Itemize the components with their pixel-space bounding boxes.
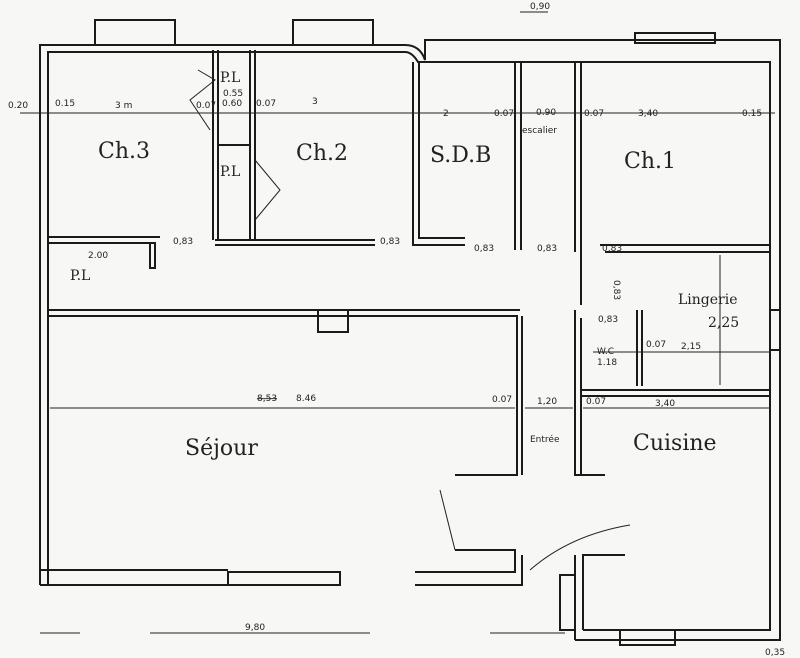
dimension-lines	[20, 11, 775, 634]
dim-label: 0.07	[492, 395, 512, 405]
dim-label: 0.07	[586, 397, 606, 407]
room-label-sejour: Séjour	[185, 436, 258, 461]
dim-label: 3 m	[115, 101, 132, 111]
dim-label: 1,20	[537, 397, 557, 407]
room-label-pl-mid: P.L	[220, 164, 240, 180]
dim-label: 0,83	[537, 244, 557, 254]
dim-label: 1.18	[597, 358, 617, 368]
dim-label: 0,83	[173, 237, 193, 247]
dim-label: 3,40	[655, 399, 675, 409]
dim-label: 0.07	[584, 109, 604, 119]
room-label-escalier: escalier	[522, 126, 557, 136]
dim-label: 0,35	[765, 648, 785, 658]
dim-label: 0.60	[222, 99, 242, 109]
dim-label: 0.90	[536, 108, 556, 118]
room-label-ch3: Ch.3	[98, 139, 150, 164]
room-label-pl-corridor: P.L	[70, 268, 90, 284]
dim-label: 0.07	[196, 101, 216, 111]
dimension-labels: 0,90 0.20 0.15 3 m 0.07 0.55 0.60 0.07 3…	[8, 2, 785, 658]
dim-label: 2.00	[88, 251, 108, 261]
dim-label: 0.15	[742, 109, 762, 119]
room-label-sdb: S.D.B	[430, 143, 491, 168]
room-label-ch2: Ch.2	[296, 141, 348, 166]
dim-label: 2	[443, 109, 449, 119]
room-label-entree: Entrée	[530, 434, 560, 445]
room-label-cuisine: Cuisine	[633, 431, 717, 456]
dim-label: 0.07	[494, 109, 514, 119]
dim-label: 0.55	[223, 89, 243, 99]
dim-label: 3,40	[638, 109, 658, 119]
dim-label: 3	[312, 97, 318, 107]
room-labels: Ch.3 Ch.2 S.D.B Ch.1 P.L P.L P.L Lingeri…	[70, 70, 738, 461]
dim-label: 0,83	[602, 244, 622, 254]
dim-label: 8,53	[257, 394, 277, 404]
room-label-lingerie: Lingerie	[678, 292, 738, 308]
dim-label: 9,80	[245, 623, 265, 633]
dim-label: 0,83	[474, 244, 494, 254]
dim-label: 0,83	[611, 280, 621, 300]
dim-label: 0,83	[598, 315, 618, 325]
room-label-ch1: Ch.1	[624, 149, 676, 174]
room-label-wc: W.C	[597, 347, 614, 357]
dim-label: 2,15	[681, 342, 701, 352]
room-label-pl-top: P.L	[220, 70, 240, 86]
walls	[39, 19, 781, 646]
dim-label: 0,90	[530, 2, 550, 12]
dim-label: 2,25	[708, 315, 739, 331]
dim-label: 0.07	[256, 99, 276, 109]
dim-label: 0.20	[8, 101, 28, 111]
dim-label: 0.07	[646, 340, 666, 350]
dim-label: 8.46	[296, 394, 316, 404]
dim-label: 0,83	[380, 237, 400, 247]
dim-label: 0.15	[55, 99, 75, 109]
